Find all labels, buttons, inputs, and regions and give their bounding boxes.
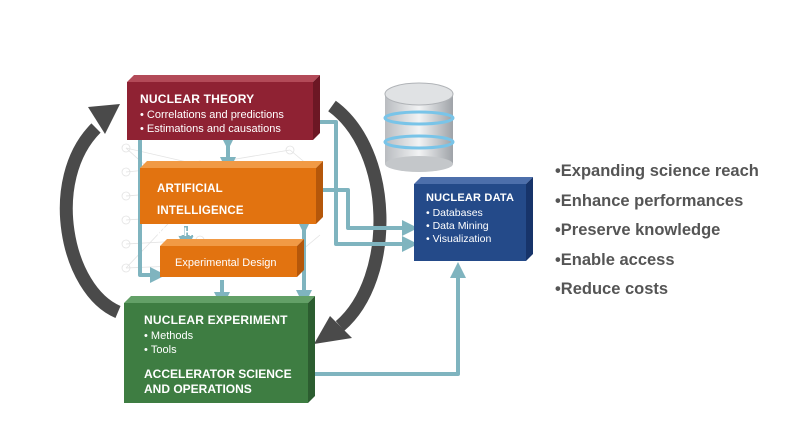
benefit-item: Enhance performances (555, 187, 759, 217)
experimental-design-box: Experimental Design (160, 246, 297, 277)
benefit-item: Reduce costs (555, 275, 759, 305)
nuclear-data-item: Visualization (426, 233, 520, 246)
nuclear-data-box: NUCLEAR DATA Databases Data Mining Visua… (414, 184, 526, 261)
box-depth-faces (124, 75, 533, 403)
nuclear-theory-item: Correlations and predictions (140, 108, 303, 122)
nuclear-data-title: NUCLEAR DATA (426, 192, 515, 204)
nuclear-theory-box: NUCLEAR THEORY Correlations and predicti… (127, 82, 313, 140)
nuclear-theory-title: NUCLEAR THEORY (140, 92, 255, 106)
benefits-list: Expanding science reach Enhance performa… (555, 157, 759, 305)
nuclear-data-item: Databases (426, 207, 520, 220)
accelerator-title-line1: ACCELERATOR SCIENCE (144, 367, 292, 381)
benefit-item: Expanding science reach (555, 157, 759, 187)
database-icon (383, 82, 455, 172)
cycle-arrows (59, 100, 387, 344)
nuclear-experiment-title: NUCLEAR EXPERIMENT (144, 313, 288, 327)
nuclear-theory-item: Estimations and causations (140, 122, 303, 136)
ml-title: MACHINE LEARNING (157, 227, 278, 239)
nuclear-data-item: Data Mining (426, 220, 520, 233)
experimental-design-label: Experimental Design (175, 257, 277, 269)
ai-title: ARTIFICIAL INTELLIGENCE (157, 183, 244, 217)
nuclear-experiment-item: Methods (144, 329, 300, 343)
accelerator-title-line2: AND OPERATIONS (144, 382, 252, 396)
nuclear-experiment-item: Tools (144, 343, 300, 357)
ai-ml-box: ARTIFICIAL INTELLIGENCE MACHINE LEARNING (140, 168, 316, 239)
nuclear-experiment-box: NUCLEAR EXPERIMENT Methods Tools ACCELER… (124, 303, 308, 403)
benefit-item: Preserve knowledge (555, 216, 759, 246)
benefit-item: Enable access (555, 246, 759, 276)
